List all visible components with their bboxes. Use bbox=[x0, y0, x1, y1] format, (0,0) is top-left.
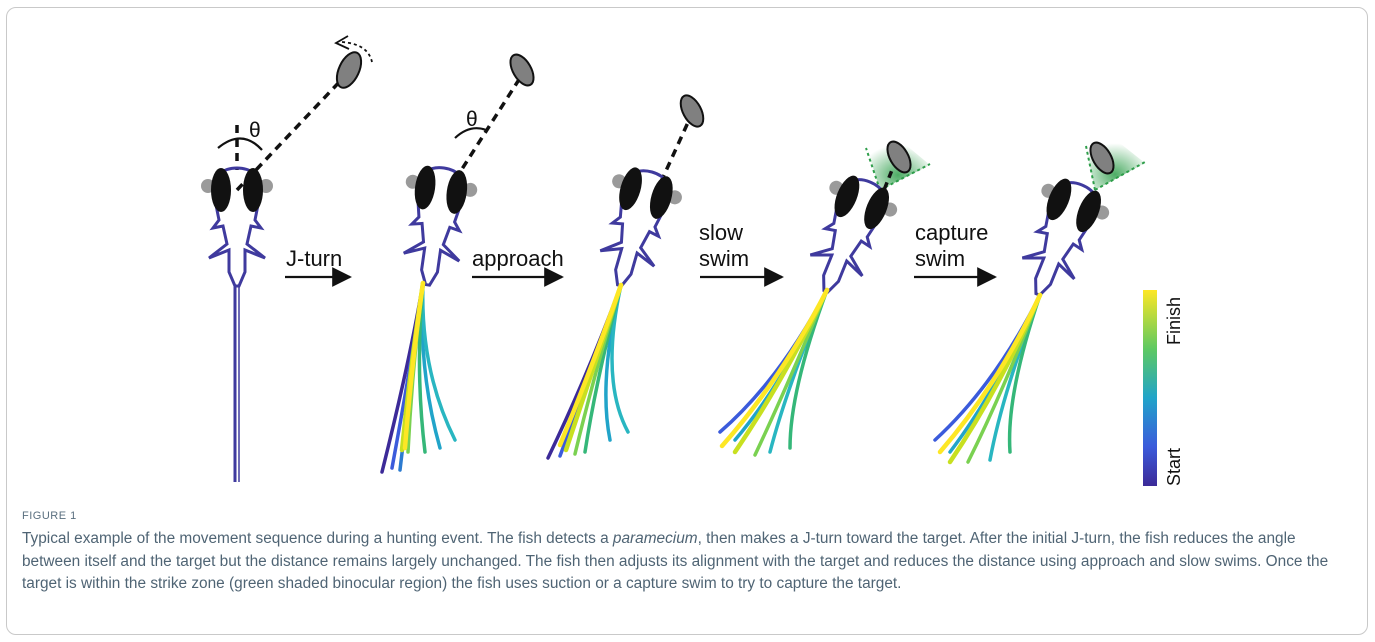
transition-label-capture: capture bbox=[915, 220, 988, 245]
caption-part-1: Typical example of the movement sequence… bbox=[22, 530, 613, 547]
angle-theta-label-1: θ bbox=[249, 119, 261, 142]
fish-panel-5 bbox=[935, 138, 1145, 462]
transition-arrow-2: approach bbox=[472, 246, 564, 277]
fish-panel-3 bbox=[548, 92, 708, 458]
transition-label-swim-2: swim bbox=[915, 246, 965, 271]
transition-label-slow: slow bbox=[699, 220, 743, 245]
transition-arrow-3: slow swim bbox=[699, 220, 782, 277]
fish-panel-4 bbox=[720, 138, 930, 455]
tail-trace-3 bbox=[548, 285, 628, 458]
tail-trace-5 bbox=[935, 295, 1040, 462]
figure-caption: Typical example of the movement sequence… bbox=[22, 528, 1347, 596]
tail-trace-2 bbox=[382, 283, 455, 472]
caption-italic-term: paramecium bbox=[613, 530, 698, 547]
transition-label-swim-1: swim bbox=[699, 246, 749, 271]
angle-theta-label-2: θ bbox=[466, 108, 478, 131]
transition-label-approach: approach bbox=[472, 246, 564, 271]
colorbar-finish-label: Finish bbox=[1164, 297, 1184, 345]
transition-label-j-turn: J-turn bbox=[286, 246, 342, 271]
colorbar: Finish Start bbox=[1143, 290, 1184, 486]
figure-label: FIGURE 1 bbox=[22, 510, 77, 522]
colorbar-start-label: Start bbox=[1164, 448, 1184, 486]
transition-arrow-1: J-turn bbox=[285, 246, 350, 277]
transition-arrow-4: capture swim bbox=[914, 220, 995, 277]
figure-illustration: θ J-turn θ approach bbox=[0, 0, 1375, 505]
tail-trace-4 bbox=[720, 290, 827, 455]
